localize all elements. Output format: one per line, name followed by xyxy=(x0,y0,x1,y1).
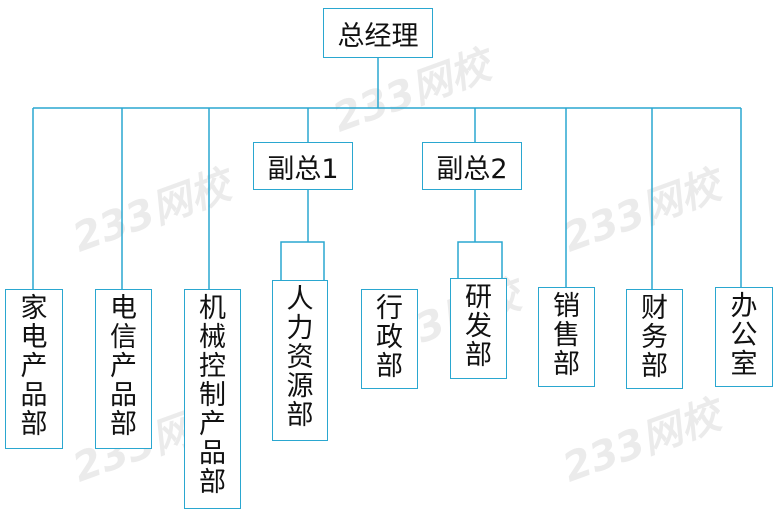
node-label: 销售部 xyxy=(553,291,580,380)
node-label: 副总1 xyxy=(267,153,339,185)
node-sales-dept: 销售部 xyxy=(538,287,595,387)
node-label: 总经理 xyxy=(337,20,419,52)
node-admin-dept: 行政部 xyxy=(361,289,418,389)
node-label: 行政部 xyxy=(376,293,403,382)
node-home-appliance-dept: 家电产品部 xyxy=(5,289,63,449)
node-label: 人力资源部 xyxy=(286,284,314,431)
node-label: 机械控制产品部 xyxy=(199,293,226,498)
node-general-manager: 总经理 xyxy=(323,8,433,58)
node-deputy-1: 副总1 xyxy=(253,142,353,190)
node-rnd-dept: 研发部 xyxy=(450,278,507,379)
node-label: 副总2 xyxy=(436,153,508,185)
node-office: 办公室 xyxy=(715,287,773,387)
node-deputy-2: 副总2 xyxy=(422,142,522,190)
node-hr-dept: 人力资源部 xyxy=(272,280,328,441)
node-machinery-control-dept: 机械控制产品部 xyxy=(184,289,241,509)
node-label: 办公室 xyxy=(730,291,758,380)
node-label: 研发部 xyxy=(465,282,492,371)
node-label: 财务部 xyxy=(641,293,668,382)
node-label: 电信产品部 xyxy=(110,293,137,440)
connector xyxy=(457,241,503,278)
node-finance-dept: 财务部 xyxy=(626,289,683,389)
node-label: 家电产品部 xyxy=(20,293,48,440)
node-telecom-dept: 电信产品部 xyxy=(95,289,152,449)
connector xyxy=(280,241,325,280)
